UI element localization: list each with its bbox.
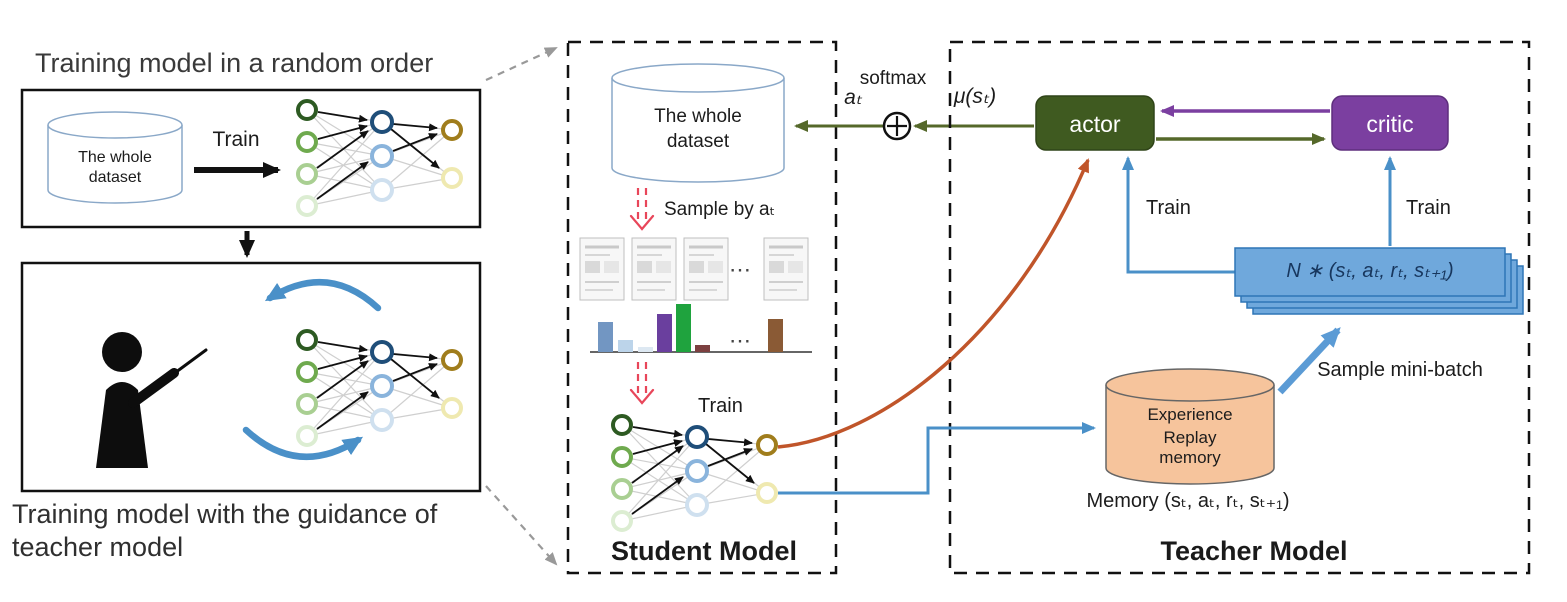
image-thumbnail: [578, 236, 626, 302]
mu-st-label: μ(sₜ): [953, 85, 996, 108]
image-thumbnail: [682, 236, 730, 302]
student-dataset-line1: The whole: [654, 106, 742, 127]
sample-minibatch-arrow: [1277, 327, 1341, 395]
memory-line3: memory: [1159, 448, 1221, 467]
experience-replay-cylinder: Experience Replay memory: [1105, 368, 1275, 485]
student-dataset-cylinder: The whole dataset: [611, 63, 785, 183]
actor-label: actor: [1069, 111, 1120, 137]
guided-caption-line2: teacher model: [12, 532, 183, 562]
teacher-figure-icon: [96, 332, 208, 468]
teacher-panel-title: Teacher Model: [1160, 536, 1347, 566]
whole-dataset-cylinder: The whole dataset: [47, 111, 183, 204]
teacher-model-panel: actor critic Train Train N ∗ (sₜ, aₜ, rₜ…: [948, 40, 1531, 575]
memory-line1: Experience: [1147, 405, 1232, 424]
minibatch-cards: [1234, 247, 1524, 315]
histogram-bar: [598, 322, 613, 352]
random-order-title: Training model in a random order: [35, 48, 433, 78]
critic-label: critic: [1366, 111, 1413, 137]
student-to-actor-arrow: [777, 158, 1090, 449]
student-model-panel: The whole dataset aₜ softmax μ(sₜ) Sampl…: [566, 40, 1034, 575]
memory-line2: Replay: [1164, 428, 1217, 447]
zoom-connector-bottom: [485, 485, 558, 566]
student-panel-title: Student Model: [611, 536, 797, 566]
student-train-label: Train: [698, 395, 743, 417]
guided-caption-line1: Training model with the guidance of: [12, 499, 438, 529]
sampled-images: ⋯: [578, 236, 810, 302]
random-order-box: The whole dataset Train: [20, 88, 482, 229]
student-to-memory-arrow: [778, 422, 1096, 495]
image-thumbnail: [762, 236, 810, 302]
histogram-bar: [676, 304, 691, 352]
actor-train-label: Train: [1146, 197, 1191, 219]
student-panel-border: [566, 40, 838, 575]
dataset-label-line1: The whole: [78, 149, 152, 166]
softmax-label: softmax: [860, 68, 927, 89]
actor-train-arrow: [1122, 156, 1237, 274]
histogram-bar: [695, 345, 710, 352]
sample-by-label: Sample by aₜ: [664, 199, 775, 220]
image-thumbnail: [630, 236, 678, 302]
histogram-bar: [638, 347, 653, 352]
critic-train-label: Train: [1406, 197, 1451, 219]
circled-plus-icon: [882, 111, 912, 141]
a-t-label: aₜ: [844, 86, 863, 109]
train-label: Train: [212, 128, 259, 151]
minibatch-card-front: [1234, 247, 1506, 297]
student-dataset-line2: dataset: [667, 131, 730, 152]
sample-arrow-top: [629, 188, 655, 231]
images-ellipsis: ⋯: [729, 257, 751, 282]
left-panel: Training model in a random order The who…: [12, 46, 558, 566]
teacher-panel-border: [948, 40, 1531, 575]
actor-box: [1035, 95, 1155, 151]
teacher-guided-box: [20, 261, 482, 493]
minibatch-label: N ∗ (sₜ, aₜ, rₜ, sₜ₊₁): [1286, 260, 1453, 282]
histogram-bar: [618, 340, 633, 352]
sample-minibatch-label: Sample mini-batch: [1317, 359, 1483, 381]
sampling-histogram: ⋯: [590, 304, 812, 353]
cycle-arrow-top-icon: [264, 278, 382, 312]
bars-ellipsis: ⋯: [729, 328, 751, 353]
critic-box: [1331, 95, 1449, 151]
cycle-arrow-bottom-icon: [242, 426, 364, 460]
histogram-bar: [768, 319, 783, 352]
memory-tuple-label: Memory (sₜ, aₜ, rₜ, sₜ₊₁): [1086, 490, 1289, 512]
dataset-label-line2: dataset: [89, 169, 142, 186]
neural-network-student: [613, 416, 776, 530]
sample-arrow-bottom: [629, 362, 655, 405]
histogram-bar: [657, 314, 672, 352]
zoom-connector-top: [485, 46, 558, 82]
